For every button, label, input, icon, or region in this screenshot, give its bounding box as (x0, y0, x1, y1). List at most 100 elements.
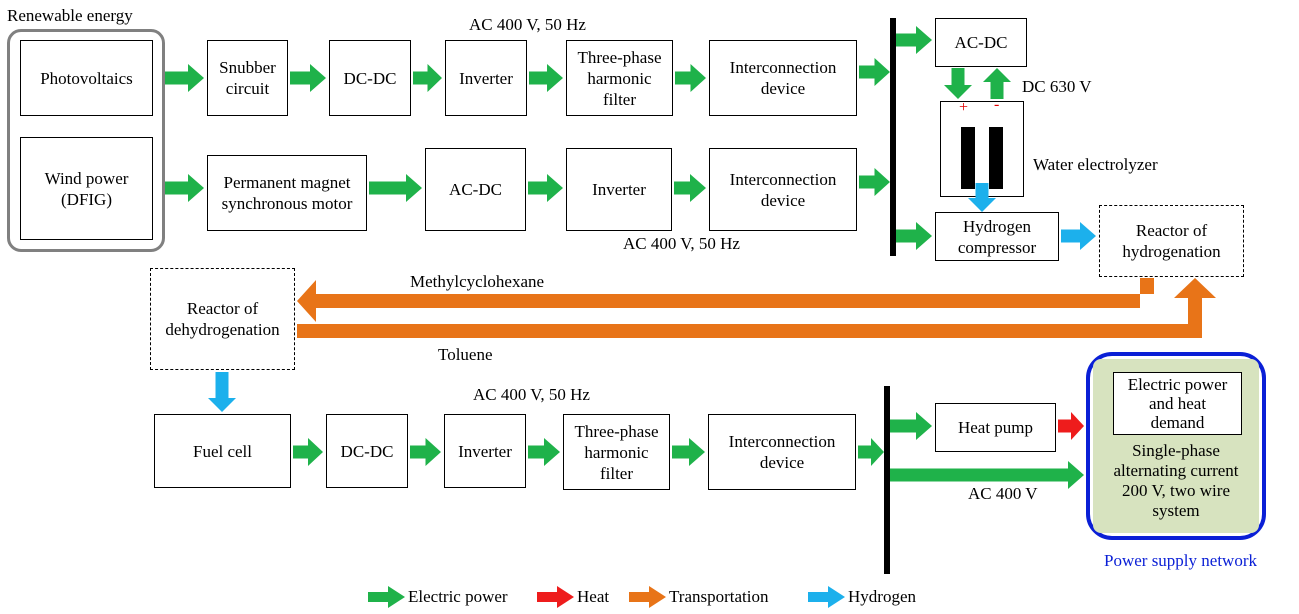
fuel-cell-box: Fuel cell (154, 414, 291, 488)
legend-electric: Electric power (368, 586, 508, 608)
row3-filter-label-1: Three-phase (574, 421, 659, 441)
electrolyzer-to-compressor-arrow (968, 183, 996, 212)
inverter-to-filter-arrow (529, 64, 563, 92)
bus-to-heatpump-arrow (890, 412, 932, 440)
hydrogenation-reactor-box: Reactor of hydrogenation (1099, 205, 1244, 277)
row1-inverter-box: Inverter (445, 40, 527, 116)
row2-inverter-label: Inverter (592, 180, 646, 199)
inverter2-to-interconn-arrow (674, 174, 706, 202)
filter-to-interconn-arrow (675, 64, 706, 92)
row2-voltage-label: AC 400 V, 50 Hz (623, 234, 740, 253)
legend-hydrogen-label: Hydrogen (848, 587, 916, 606)
compressor-to-reactor-arrow (1061, 222, 1096, 250)
dehydro-reactor-label-1: Reactor of (186, 299, 259, 318)
heat-pump-box: Heat pump (935, 403, 1056, 452)
row3-dcdc-label: DC-DC (340, 441, 394, 461)
wind-to-pmsm-arrow (165, 174, 204, 202)
wind-power-box: Wind power (DFIG) (20, 137, 153, 240)
snubber-label-2: circuit (225, 79, 270, 98)
hydro-reactor-label-1: Reactor of (1135, 221, 1208, 240)
row3-voltage-label: AC 400 V, 50 Hz (473, 385, 590, 404)
row2-interconn-label-1: Interconnection (729, 169, 837, 189)
pv-to-snubber-arrow (165, 64, 204, 92)
toluene-label: Toluene (438, 345, 493, 364)
water-electrolyzer-box (940, 101, 1024, 197)
bus-to-network-arrow (890, 461, 1084, 489)
row2-inverter-box: Inverter (566, 148, 672, 231)
row1-voltage-label: AC 400 V, 50 Hz (469, 15, 586, 34)
demand-label-1: Electric power (1127, 375, 1228, 394)
minus-terminal: - (994, 96, 1000, 113)
legend-electric-label: Electric power (408, 587, 508, 606)
legend-transport: Transportation (629, 586, 769, 608)
row3-inverter-box: Inverter (444, 414, 526, 488)
system-label-2: alternating current (1113, 461, 1239, 480)
row1-interconn-label-2: device (760, 79, 806, 98)
legend-heat-label: Heat (577, 587, 610, 606)
electrolysis-acdc-label: AC-DC (954, 33, 1008, 52)
row1-filter-box: Three-phase harmonic filter (566, 40, 673, 116)
ac400-label: AC 400 V (968, 484, 1038, 503)
row3-interconn-label-1: Interconnection (728, 432, 836, 451)
row2-to-bus-arrow (859, 168, 890, 196)
heatpump-to-network-arrow (1058, 412, 1084, 440)
row2-interconn-label-2: device (760, 190, 806, 210)
row2-acdc-label: AC-DC (449, 180, 502, 199)
row1-to-bus-arrow (859, 58, 890, 86)
legend-hydrogen: Hydrogen (808, 586, 916, 608)
row1-dcdc-box: DC-DC (329, 40, 411, 116)
system-label-1: Single-phase (1132, 441, 1220, 460)
system-description: Single-phase alternating current 200 V, … (1093, 441, 1259, 521)
row1-interconn-label-1: Interconnection (729, 58, 837, 77)
demand-label-3: demand (1150, 413, 1205, 432)
compressor-label-1: Hydrogen (963, 216, 1031, 236)
pmsm-label-2: synchronous motor (221, 194, 353, 213)
toluene-arrow (297, 278, 1216, 338)
water-electrolyzer-label: Water electrolyzer (1033, 155, 1158, 174)
dehydro-to-fuelcell-arrow (208, 372, 236, 412)
diagram-title: Renewable energy (7, 6, 133, 25)
hydro-reactor-label-2: hydrogenation (1122, 242, 1221, 261)
row1-dcdc-label: DC-DC (343, 68, 397, 88)
pmsm-to-acdc-arrow (369, 174, 422, 202)
photovoltaics-label: Photovoltaics (40, 68, 133, 88)
row1-filter-label-1: Three-phase (577, 47, 662, 67)
methylcyclohexane-arrow (297, 278, 1154, 322)
heat-arrow-icon (537, 586, 574, 608)
wind-power-label: Wind power (44, 168, 129, 188)
snubber-to-dcdc-arrow (290, 64, 326, 92)
dehydro-reactor-label-2: dehydrogenation (165, 320, 280, 339)
demand-label-2: and heat (1148, 394, 1207, 413)
row1-inverter-label: Inverter (459, 68, 513, 88)
hydrogen-arrow-icon (808, 586, 845, 608)
dcdc-to-inverter-arrow (413, 64, 442, 92)
filter3-to-interconn-arrow (672, 438, 705, 466)
acdc-to-inverter-arrow (528, 174, 563, 202)
dehydrogenation-reactor-box: Reactor of dehydrogenation (150, 268, 295, 370)
dcdc3-to-inverter-arrow (410, 438, 441, 466)
fuelcell-to-dcdc-arrow (293, 438, 323, 466)
lower-bus-bar (884, 386, 890, 574)
bus-to-acdc-arrow (896, 26, 932, 54)
methylcyclohexane-label: Methylcyclohexane (410, 272, 545, 291)
row1-filter-label-3: filter (602, 89, 637, 109)
row3-to-bus-arrow (858, 438, 884, 466)
anode-electrode (961, 127, 975, 189)
compressor-label-2: compressor (957, 237, 1037, 257)
row3-dcdc-box: DC-DC (326, 414, 408, 488)
renewable-energy-group (7, 29, 165, 252)
fuel-cell-label: Fuel cell (192, 441, 252, 461)
row3-interconnection-box: Interconnection device (708, 414, 856, 490)
row3-interconn-label-2: device (759, 453, 805, 472)
row3-filter-label-2: harmonic (584, 442, 649, 462)
row2-acdc-box: AC-DC (425, 148, 526, 231)
heat-pump-label: Heat pump (957, 418, 1034, 437)
cathode-electrode (989, 127, 1003, 189)
transport-arrow-icon (629, 586, 666, 608)
row1-filter-label-2: harmonic (587, 68, 652, 88)
plus-terminal: + (959, 99, 969, 116)
bus-to-compressor-arrow (896, 222, 932, 250)
inverter3-to-filter-arrow (528, 438, 560, 466)
power-supply-network-caption: Power supply network (1104, 551, 1257, 570)
